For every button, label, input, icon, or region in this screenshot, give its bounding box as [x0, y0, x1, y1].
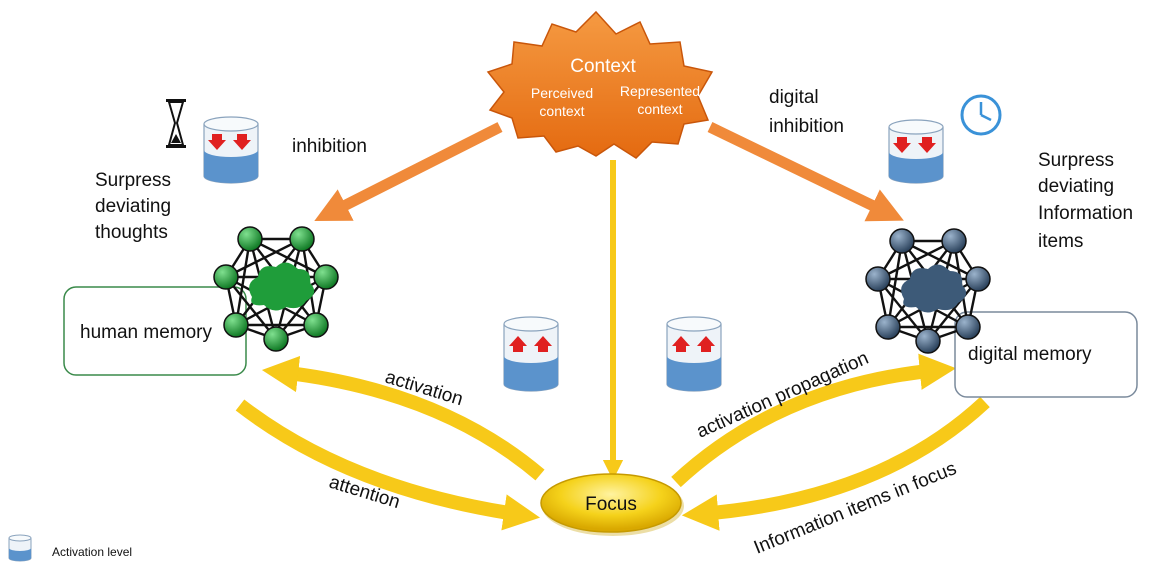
activation-cylinder-center-right — [666, 316, 722, 392]
right-surpress-line3: Information — [1038, 203, 1133, 224]
legend: Activation level — [8, 534, 132, 562]
inhibition-cylinder-left — [203, 116, 259, 184]
digital-network-node — [941, 228, 967, 254]
human-network-link — [275, 276, 327, 340]
clock-icon — [960, 94, 1002, 136]
right-surpress-line2: deviating — [1038, 176, 1114, 197]
digital-memory-network — [865, 228, 991, 354]
digital-network-link — [886, 240, 904, 328]
perceived-context-line1: Perceived — [531, 85, 593, 101]
right-inhibition-line1: digital — [769, 87, 819, 108]
human-network-link — [234, 238, 252, 326]
human-network-node — [263, 326, 289, 352]
focus-node: Focus — [540, 473, 684, 536]
right-inhibition-line2: inhibition — [769, 116, 844, 137]
left-surpress-line1: Surpress — [95, 170, 171, 191]
right-inhibition-arrow — [707, 122, 904, 222]
perceived-context-line2: context — [539, 103, 584, 119]
left-inhibition-label: inhibition — [292, 136, 367, 157]
right-surpress-line4: items — [1038, 231, 1083, 252]
digital-network-link — [877, 239, 955, 281]
human-network-node — [303, 312, 329, 338]
represented-context-line1: Represented — [620, 83, 700, 99]
human-network-link — [225, 276, 277, 340]
digital-network-node — [875, 314, 901, 340]
digital-network-cloud — [901, 264, 967, 313]
human-network-node — [223, 312, 249, 338]
digital-network-node — [965, 266, 991, 292]
human-network-cloud — [249, 262, 315, 311]
right-surpress-line1: Surpress — [1038, 150, 1114, 171]
activation-propagation-arrow — [671, 353, 957, 488]
digital-memory-box — [954, 311, 1138, 398]
context-title: Context — [570, 56, 636, 77]
activation-arrow — [261, 355, 545, 481]
activation-cylinder-center-left — [503, 316, 559, 392]
legend-cylinder-icon — [8, 534, 32, 562]
left-surpress-line2: deviating — [95, 196, 171, 217]
human-network-node — [313, 264, 339, 290]
represented-context-line2: context — [637, 101, 682, 117]
hourglass-icon — [166, 99, 186, 148]
context-starburst — [486, 10, 714, 159]
digital-network-node — [889, 228, 915, 254]
digital-network-link — [877, 278, 929, 342]
context-node: Context Perceived context Represented co… — [486, 10, 714, 159]
human-network-link — [225, 237, 303, 279]
human-network-node — [213, 264, 239, 290]
digital-network-node — [915, 328, 941, 354]
left-inhibition-arrow — [314, 122, 503, 221]
human-network-node — [237, 226, 263, 252]
inhibition-cylinder-right — [888, 119, 944, 184]
attention-arrow — [235, 399, 541, 531]
digital-network-node — [955, 314, 981, 340]
digital-memory-label: digital memory — [968, 344, 1092, 365]
digital-network-node — [865, 266, 891, 292]
focus-label: Focus — [585, 494, 637, 515]
left-surpress-line3: thoughts — [95, 222, 168, 243]
digital-network-link — [927, 278, 979, 342]
information-items-arrow — [681, 396, 990, 531]
human-memory-network — [213, 226, 339, 352]
human-memory-label: human memory — [80, 322, 212, 343]
human-network-node — [289, 226, 315, 252]
legend-label: Activation level — [52, 545, 132, 559]
